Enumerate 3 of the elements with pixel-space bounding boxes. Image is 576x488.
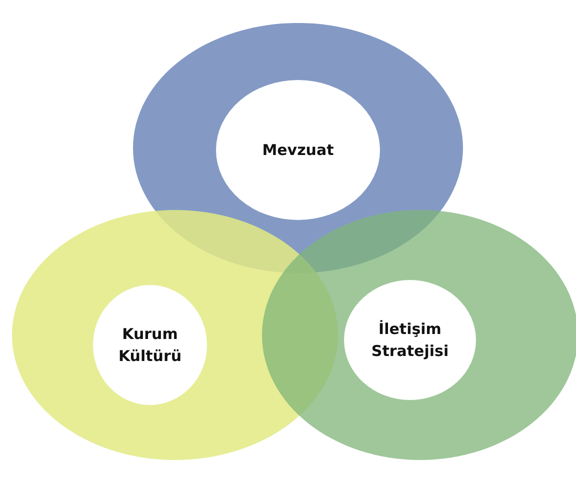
ring-label: Kurum Kültürü	[117, 324, 183, 367]
ring-label: İletişim Stratejisi	[370, 318, 450, 362]
ring-label: Mevzuat	[262, 140, 334, 161]
